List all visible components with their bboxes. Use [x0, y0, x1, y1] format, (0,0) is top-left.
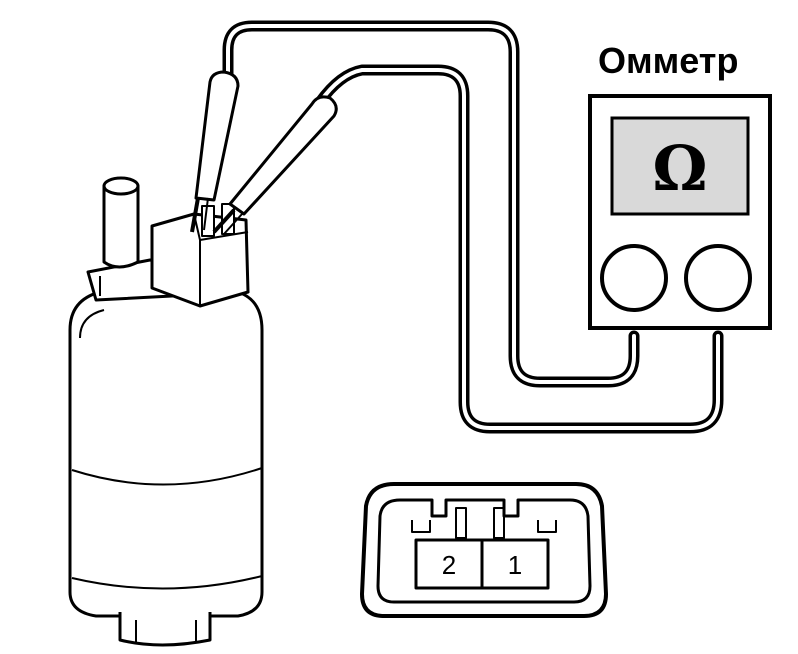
ohmmeter-terminal-right — [684, 244, 752, 312]
test-lead-wire-1 — [222, 20, 640, 388]
fuel-pump — [68, 176, 264, 647]
probe-handle-2 — [228, 95, 338, 216]
ohmmeter: Омметр Ω — [588, 40, 772, 330]
test-probes — [190, 70, 338, 235]
ohmmeter-terminal-left — [600, 244, 668, 312]
pump-inlet-tube — [102, 184, 140, 269]
ohmmeter-title: Омметр — [598, 40, 738, 81]
connector-pin-cell-1 — [480, 538, 550, 590]
connector-pin-label-1: 1 — [508, 550, 522, 580]
ohm-symbol-icon: Ω — [652, 132, 707, 205]
pump-body — [68, 290, 264, 618]
pump-outlet — [118, 612, 212, 647]
connector-housing-outer — [360, 482, 608, 618]
probe-handle-1 — [194, 70, 240, 202]
connector-housing-inner — [376, 498, 592, 604]
connector-pin-cell-2 — [414, 538, 484, 590]
ohmmeter-display — [610, 116, 750, 216]
connector-pin-label-2: 2 — [442, 550, 456, 580]
test-lead-wires — [222, 20, 724, 434]
connector-pinout — [360, 482, 608, 618]
